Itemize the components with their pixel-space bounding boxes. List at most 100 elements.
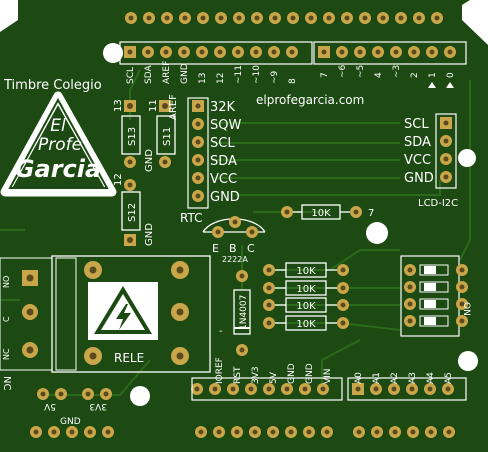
solder-pad — [404, 315, 416, 327]
pushbutton-s12: S12 12 — [113, 173, 141, 246]
solder-pad — [431, 12, 443, 24]
solder-pad — [214, 46, 226, 58]
header-label-left: SDA — [144, 65, 154, 84]
power-pin-label: 5V — [269, 371, 279, 384]
relay-terminal-c: C — [2, 316, 11, 322]
resistor: 10K — [263, 315, 349, 331]
solder-pad — [444, 46, 456, 58]
bottom-pad-rows — [30, 383, 455, 438]
solder-pad — [408, 46, 420, 58]
resistor-top-value: 10K — [311, 208, 331, 219]
solder-pad — [161, 12, 173, 24]
logo-line3: Garcia — [15, 155, 101, 183]
power-pin-label: GND — [305, 363, 315, 384]
solder-pad — [440, 135, 452, 147]
header-label-left: ~10 — [252, 65, 262, 84]
solder-pad — [196, 46, 208, 58]
solder-pad — [336, 46, 348, 58]
diode-minus: - — [219, 326, 223, 337]
solder-pad — [269, 12, 281, 24]
relay-terminal-no: NO — [2, 276, 11, 288]
dip-switch-position — [404, 264, 468, 276]
rtc-pin-label: 32K — [210, 100, 236, 115]
header-label-right: ~5 — [356, 65, 366, 78]
solder-pad — [249, 426, 261, 438]
solder-pad — [456, 298, 468, 310]
solder-pad — [263, 282, 275, 294]
solder-pad — [413, 12, 425, 24]
solder-pad — [192, 154, 204, 166]
board-title: Timbre Colegio — [3, 78, 102, 93]
transistor: E B C 2222A — [202, 216, 266, 264]
v5-label: 5V — [43, 401, 56, 411]
rtc-pin-label: SCL — [210, 136, 235, 151]
solder-pad — [440, 117, 452, 129]
header-label-left: ~11 — [234, 65, 244, 84]
solder-pad — [197, 12, 209, 24]
s12-pin: 12 — [113, 173, 124, 186]
solder-pad — [341, 12, 353, 24]
solder-pad — [245, 383, 257, 395]
solder-pad — [195, 426, 207, 438]
solder-pad — [233, 12, 245, 24]
aref-label: AREF — [168, 94, 179, 120]
solder-pad — [209, 383, 221, 395]
resistor-top: 10K 7 — [281, 204, 374, 220]
header-label-left: 13 — [198, 73, 208, 84]
solder-pad — [178, 46, 190, 58]
pushbutton-s11: S11 11 — [148, 99, 176, 168]
resistor-value: 10K — [296, 266, 316, 277]
dip-switch-position — [404, 281, 468, 293]
header-label-right: ~6 — [338, 64, 348, 78]
header-label-left: 12 — [216, 73, 226, 84]
solder-pad — [425, 426, 437, 438]
solder-pad — [424, 383, 436, 395]
solder-pad — [213, 426, 225, 438]
resistor-value: 10K — [296, 319, 316, 330]
header-label-left: ~9 — [270, 70, 280, 84]
power-pin-label: IOREF — [215, 357, 225, 384]
gnd-bottom-left: GND — [60, 417, 81, 427]
solder-pad — [251, 12, 263, 24]
solder-pad — [318, 46, 330, 58]
resistor: 10K — [263, 262, 349, 278]
solder-pad — [305, 12, 317, 24]
power-pin-label: 3V3 — [251, 366, 261, 384]
power-pin-label: RST — [233, 366, 243, 384]
solder-pad — [395, 12, 407, 24]
lcd-pin-label: VCC — [404, 153, 431, 168]
analog-pin-label: A1 — [372, 372, 382, 384]
website-label: elprofegarcia.com — [256, 93, 364, 107]
mounting-hole — [103, 43, 123, 63]
dip-switch-position — [404, 298, 468, 310]
transistor-pin-b: B — [229, 242, 237, 255]
solder-pad — [456, 315, 468, 327]
s12-label: S12 — [127, 203, 138, 222]
solder-pad — [192, 118, 204, 130]
solder-pad — [287, 12, 299, 24]
solder-pad — [337, 264, 349, 276]
solder-pad — [179, 12, 191, 24]
solder-pad — [426, 46, 438, 58]
header-label-right: 1 — [428, 72, 438, 78]
bottom-analog-outline — [347, 377, 467, 401]
header-label-right: 4 — [374, 72, 384, 78]
arrow-icon — [428, 82, 436, 88]
solder-pad — [303, 426, 315, 438]
header-label-left: GND — [180, 63, 190, 84]
solder-pad — [232, 46, 244, 58]
solder-pad — [404, 281, 416, 293]
solder-pad — [192, 172, 204, 184]
solder-pad — [321, 426, 333, 438]
solder-pad — [250, 46, 262, 58]
solder-pad — [359, 12, 371, 24]
analog-pin-label: A3 — [408, 372, 418, 384]
resistor-value: 10K — [296, 284, 316, 295]
transistor-pin-e: E — [212, 242, 219, 255]
s13-pin: 13 — [113, 99, 124, 112]
resistor-top-pin: 7 — [368, 208, 374, 219]
s13-label: S13 — [127, 127, 138, 146]
solder-pad — [286, 46, 298, 58]
mounting-hole — [458, 149, 476, 167]
